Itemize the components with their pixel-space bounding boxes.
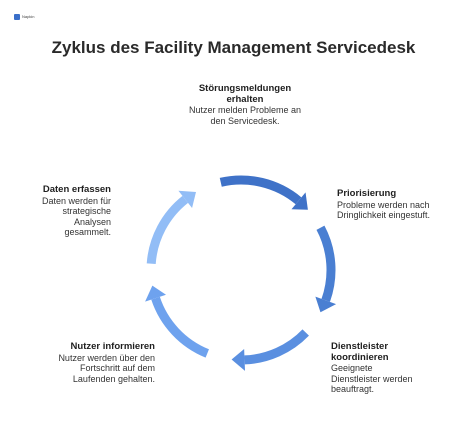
step-daten-erfassen: Daten erfassen Daten werden für strategi…	[27, 184, 111, 238]
arrow-shaft	[316, 225, 336, 302]
arrow-nutzer-informieren	[145, 285, 210, 358]
step-description: Daten werden für strategische Analysen g…	[41, 195, 111, 238]
step-priorisierung: Priorisierung Probleme werden nach Dring…	[337, 188, 432, 221]
arrow-head	[291, 192, 308, 210]
arrow-dienstleister	[231, 329, 309, 371]
step-heading: Daten erfassen	[42, 184, 111, 195]
arrow-shaft	[151, 296, 210, 358]
arrow-head	[315, 296, 337, 313]
step-description: Nutzer werden über den Fortschritt auf d…	[58, 352, 155, 384]
arrow-priorisierung	[315, 225, 337, 313]
step-heading: Priorisierung	[337, 188, 397, 199]
step-stoerungsmeldungen: Störungsmeldungen erhalten Nutzer melden…	[186, 83, 304, 126]
step-nutzer-informieren: Nutzer informieren Nutzer werden über de…	[40, 341, 155, 384]
arrow-head	[145, 285, 166, 302]
arrow-head	[178, 190, 196, 208]
arrow-shaft	[244, 329, 309, 365]
step-dienstleister: Dienstleister koordinieren Geeignete Die…	[331, 341, 419, 395]
arrow-head	[231, 348, 246, 371]
step-description: Geeignete Dienstleister werden beauftrag…	[331, 363, 413, 394]
arrow-daten-erfassen	[146, 190, 196, 265]
page-title: Zyklus des Facility Management Servicede…	[51, 38, 416, 57]
step-description: Nutzer melden Probleme an den Servicedes…	[188, 105, 302, 126]
logo: Napkin	[14, 14, 34, 20]
step-heading: Nutzer informieren	[70, 341, 155, 352]
arrow-stoerungsmeldungen	[219, 175, 308, 210]
step-description: Probleme werden nach Dringlichkeit einge…	[337, 199, 431, 221]
logo-text: Napkin	[22, 14, 35, 19]
arrow-shaft	[146, 195, 189, 265]
logo-icon	[14, 14, 20, 20]
arrow-shaft	[219, 175, 302, 205]
step-heading: Dienstleister koordinieren	[331, 341, 389, 363]
step-heading: Störungsmeldungen erhalten	[198, 83, 292, 105]
